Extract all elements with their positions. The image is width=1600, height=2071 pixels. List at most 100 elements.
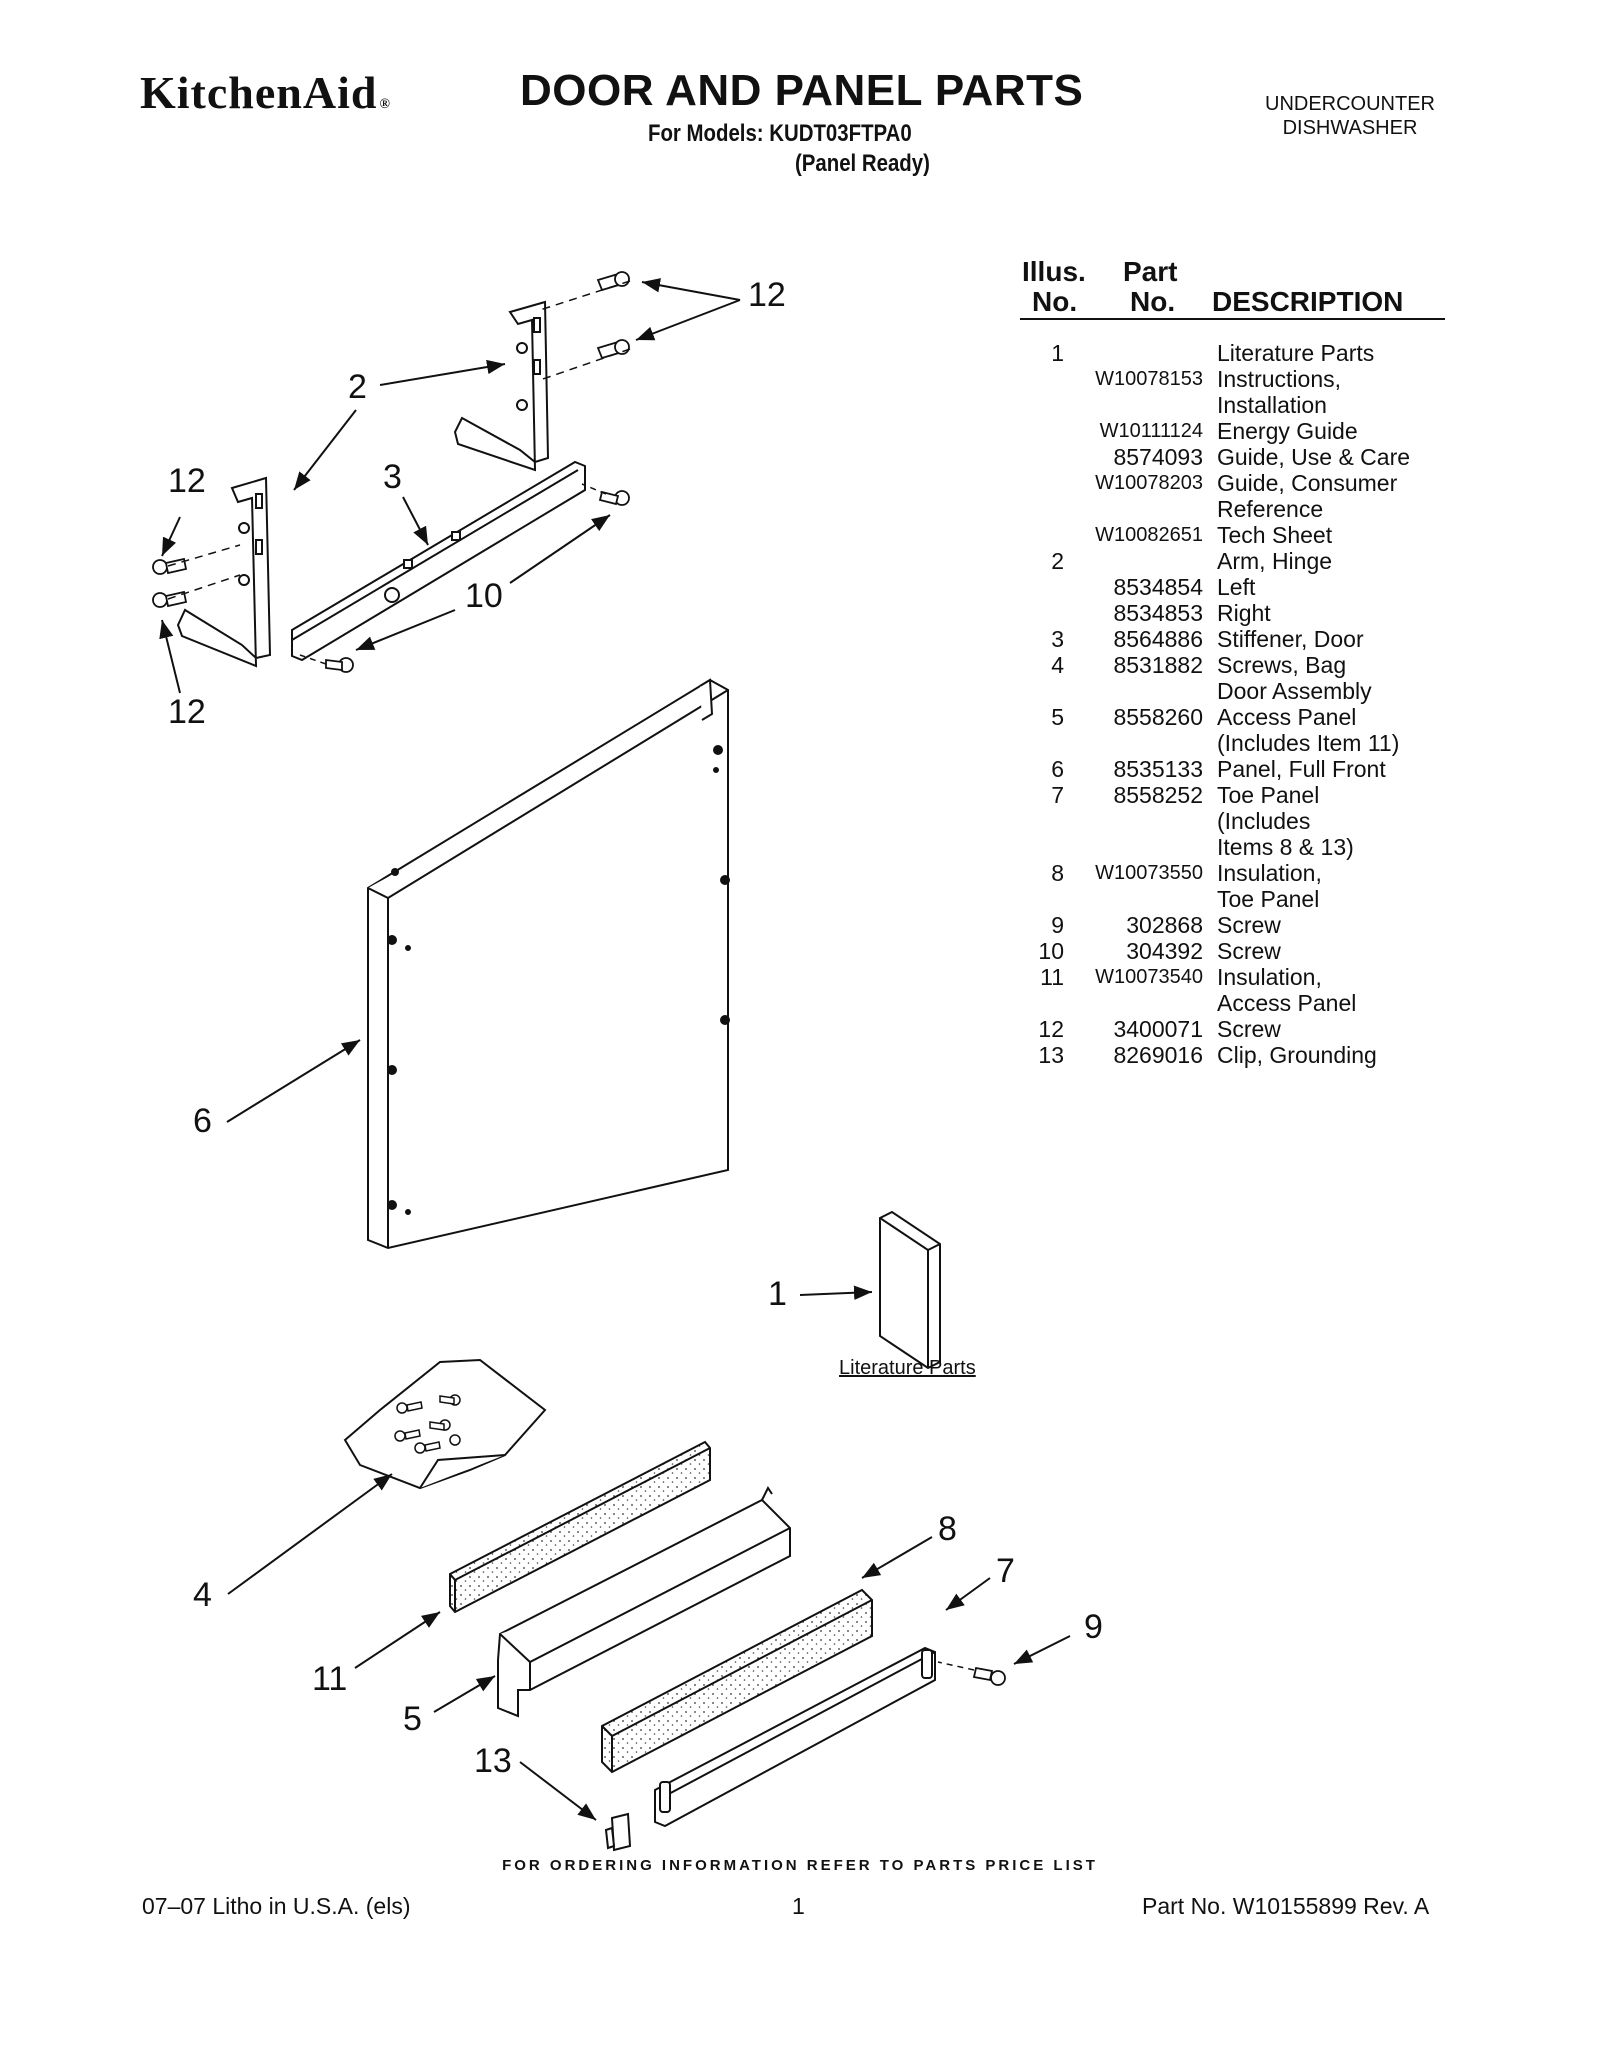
illus-no: 8 (1051, 860, 1064, 886)
part-no: 8534854 (1113, 574, 1203, 600)
part-no: 8574093 (1113, 444, 1203, 470)
part-description: Screw (1217, 912, 1281, 938)
part-description: Panel, Full Front (1217, 756, 1386, 782)
part-description: Energy Guide (1217, 418, 1358, 444)
part-description: Toe Panel (1217, 886, 1320, 912)
part-description: (Includes (1217, 808, 1311, 834)
ordering-note: FOR ORDERING INFORMATION REFER TO PARTS … (502, 1857, 1098, 1874)
part-description: Tech Sheet (1217, 522, 1333, 548)
hinge-arm-right (453, 300, 550, 472)
screw-icon (325, 490, 630, 673)
screw-icon (152, 557, 188, 608)
door-stiffener (291, 460, 586, 662)
illus-no: 6 (1051, 756, 1064, 782)
part-description: Arm, Hinge (1217, 548, 1333, 574)
screw-icon (596, 271, 630, 360)
illus-no: 2 (1051, 548, 1064, 574)
callout-12-left: 12 (168, 462, 206, 500)
part-no: 8269016 (1113, 1042, 1203, 1068)
part-description: Screw (1217, 1016, 1281, 1042)
illus-no: 3 (1051, 626, 1064, 652)
part-description: Reference (1217, 496, 1324, 522)
part-description: Left (1217, 574, 1256, 600)
part-description: Access Panel (1217, 990, 1357, 1016)
illus-no: 10 (1038, 938, 1064, 964)
product-type-line2: DISHWASHER (1282, 117, 1418, 139)
illus-no: 13 (1038, 1042, 1064, 1068)
toe-panel-insulation (601, 1588, 873, 1774)
part-description: Guide, Use & Care (1217, 444, 1411, 470)
leader-lines (159, 278, 1071, 1821)
part-no: 302868 (1126, 912, 1203, 938)
part-description: Installation (1217, 392, 1327, 418)
part-description: Stiffener, Door (1217, 626, 1364, 652)
part-description: Door Assembly (1217, 678, 1372, 704)
part-no: W10082651 (1095, 524, 1203, 546)
grounding-clip (604, 1812, 632, 1852)
brand-logo: KitchenAid® (140, 66, 391, 119)
callout-7: 7 (996, 1552, 1015, 1590)
hinge-arm-left (176, 476, 272, 668)
callout-12-top: 12 (748, 276, 786, 314)
toe-panel (654, 1646, 936, 1828)
illus-no: 7 (1051, 782, 1064, 808)
illus-no: 5 (1051, 704, 1064, 730)
part-description: Toe Panel (1217, 782, 1320, 808)
product-type-line1: UNDERCOUNTER (1265, 93, 1435, 115)
model-line: For Models: KUDT03FTPA0 (648, 120, 912, 147)
brand-name: KitchenAid (140, 67, 378, 118)
header-part-1: Part (1123, 256, 1178, 287)
access-panel-insulation (449, 1440, 711, 1614)
part-no: W10078153 (1095, 368, 1203, 390)
callout-8: 8 (938, 1510, 957, 1548)
page-number: 1 (792, 1893, 805, 1919)
callout-9: 9 (1084, 1608, 1103, 1646)
part-no: W10111124 (1099, 420, 1203, 442)
footer-print-info: 07–07 Litho in U.S.A. (els) (142, 1893, 411, 1919)
page-title: DOOR AND PANEL PARTS (520, 66, 1084, 115)
illus-no: 9 (1051, 912, 1064, 938)
full-front-panel (367, 678, 730, 1250)
registered-mark: ® (379, 97, 391, 112)
part-description: Clip, Grounding (1217, 1042, 1377, 1068)
callout-4: 4 (193, 1576, 212, 1614)
callout-11: 11 (312, 1660, 348, 1698)
part-no: 8531882 (1113, 652, 1203, 678)
header-part-2: No. (1130, 286, 1176, 317)
model-variant: (Panel Ready) (795, 150, 930, 177)
access-panel (497, 1486, 791, 1718)
illus-no: 4 (1051, 652, 1064, 678)
part-description: Items 8 & 13) (1217, 834, 1354, 860)
literature-booklet (879, 1210, 941, 1370)
callout-10: 10 (465, 577, 503, 615)
part-description: Screws, Bag (1217, 652, 1347, 678)
callout-3: 3 (383, 458, 402, 496)
part-description: Insulation, (1217, 964, 1322, 990)
literature-parts-label: Literature Parts (839, 1357, 976, 1379)
part-no: W10073540 (1095, 966, 1203, 988)
part-description: Instructions, (1217, 366, 1341, 392)
screw-icon (394, 1394, 461, 1454)
part-description: Insulation, (1217, 860, 1322, 886)
screw-icon (972, 1666, 1006, 1686)
part-description: Screw (1217, 938, 1281, 964)
part-description: Access Panel (1217, 704, 1357, 730)
illus-no: 11 (1040, 964, 1064, 990)
document-part-number: Part No. W10155899 Rev. A (1142, 1893, 1430, 1919)
header-illus-2: No. (1032, 286, 1078, 317)
part-no: 8558260 (1113, 704, 1203, 730)
callout-5: 5 (403, 1700, 422, 1738)
part-description: Guide, Consumer (1217, 470, 1398, 496)
part-description: Right (1217, 600, 1271, 626)
callout-2: 2 (348, 368, 367, 406)
product-type: UNDERCOUNTER DISHWASHER (1250, 92, 1450, 140)
callout-6: 6 (193, 1102, 212, 1140)
callout-1: 1 (768, 1275, 787, 1313)
header-description: DESCRIPTION (1212, 286, 1404, 317)
illus-no: 12 (1038, 1016, 1064, 1042)
part-no: W10073550 (1095, 862, 1203, 884)
part-description: Literature Parts (1217, 340, 1375, 366)
part-no: 8564886 (1113, 626, 1203, 652)
illus-no: 1 (1051, 340, 1064, 366)
